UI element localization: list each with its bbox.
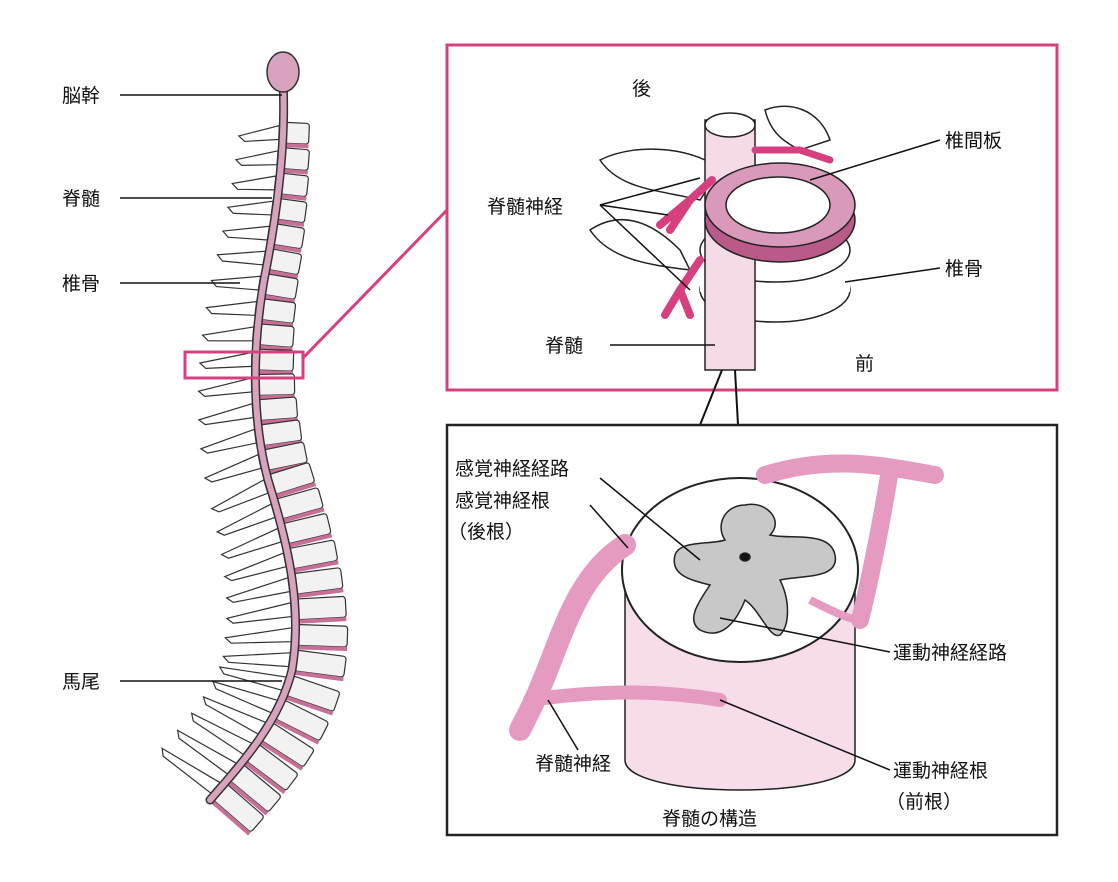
caption-cross-section: 脊髄の構造	[662, 808, 757, 830]
vertebra	[234, 147, 310, 175]
vertebra	[210, 462, 317, 513]
spinous-process	[225, 577, 291, 603]
intervertebral-disc	[293, 670, 344, 682]
intervertebral-disc	[276, 219, 305, 227]
vertebral-body	[257, 396, 298, 421]
spinous-process	[216, 250, 267, 266]
label-sensory-root: 感覚神経根	[455, 490, 550, 512]
label-spinal-cord: 脊髄	[62, 188, 100, 210]
top-leaders	[599, 139, 941, 346]
intervertebral-disc	[259, 740, 304, 771]
label-cauda-equina: 馬尾	[62, 671, 100, 693]
vertebra	[225, 595, 347, 624]
intervertebral-disc	[227, 780, 269, 816]
intervertebral-disc	[273, 718, 320, 745]
vertebra	[216, 248, 303, 279]
intervertebral-disc	[274, 482, 317, 499]
intervertebral-disc	[297, 617, 347, 624]
intervertebral-disc	[281, 507, 325, 524]
intervertebral-disc	[284, 695, 334, 716]
vertebra	[222, 649, 347, 682]
spinal-cord-fill	[207, 77, 299, 803]
intervertebral-disc	[210, 799, 251, 836]
label-posterior: 後	[632, 78, 651, 100]
vertebral-body	[296, 595, 347, 621]
label-brainstem: 脳幹	[62, 85, 100, 107]
spinous-process	[197, 377, 253, 397]
intervertebral-disc	[259, 417, 298, 425]
label-motor-tract: 運動神経経路	[893, 642, 1007, 664]
intervertebral-disc	[279, 193, 307, 201]
spinous-process	[199, 428, 257, 454]
spinous-process	[225, 602, 293, 624]
vertebral-body	[284, 121, 310, 145]
vertebra	[211, 680, 329, 745]
vertebra	[225, 567, 344, 603]
intervertebral-disc	[296, 645, 348, 652]
spinous-process	[210, 275, 262, 291]
label-spinal-nerve-bottom: 脊髄神経	[535, 753, 611, 775]
zoom-connector	[301, 208, 449, 360]
spinous-process	[237, 124, 280, 143]
vertebra	[218, 666, 341, 716]
spinous-process	[197, 402, 254, 426]
vertebral-body	[257, 323, 295, 348]
intervertebral-disc	[243, 760, 286, 795]
intervertebral-disc	[284, 143, 309, 149]
label-spinal-cord-top: 脊髄	[545, 335, 583, 357]
intervertebral-disc	[296, 588, 344, 599]
vertebra	[220, 513, 333, 559]
spinous-process	[222, 652, 292, 668]
label-vertebra: 椎骨	[62, 273, 100, 295]
vertebra	[201, 323, 295, 352]
label-motor-root: 運動神経根	[893, 760, 988, 782]
spinous-process	[201, 326, 255, 342]
label-anterior: 前	[855, 353, 874, 375]
intervertebral-disc	[267, 269, 299, 279]
intervertebral-disc	[262, 440, 303, 450]
vertebral-body	[296, 624, 349, 648]
label-vertebra-top: 椎骨	[945, 258, 983, 280]
highlight-box	[183, 350, 305, 380]
section-connector-left	[699, 369, 723, 426]
brainstem-shape	[266, 51, 300, 93]
vertebra	[215, 487, 325, 536]
section-connector-right	[734, 369, 739, 426]
spinous-process	[231, 175, 277, 191]
spinal-column	[161, 121, 349, 836]
vertebra	[199, 419, 303, 454]
vertebra	[223, 539, 339, 582]
label-spinal-nerve-top: 脊髄神経	[487, 196, 563, 218]
label-sensory-root-note: （後根）	[448, 521, 524, 543]
spinous-process	[223, 627, 293, 644]
spinous-process	[234, 150, 279, 166]
spinous-process	[203, 453, 262, 483]
vertebra	[197, 396, 298, 426]
vertebral-body	[282, 147, 310, 171]
vertebra	[223, 624, 349, 652]
intervertebral-disc	[272, 244, 302, 253]
vertebra-illustration	[588, 105, 856, 371]
intervertebral-disc	[292, 560, 339, 573]
spinous-process	[221, 225, 271, 241]
intervertebral-disc	[287, 533, 333, 548]
intervertebral-disc	[282, 168, 308, 175]
label-motor-root-note: （前根）	[886, 791, 962, 813]
bottom-leaders	[547, 477, 891, 771]
spinous-process	[205, 300, 258, 316]
vertebral-body	[260, 298, 297, 324]
spinous-process	[161, 747, 221, 794]
vertebra	[237, 121, 310, 149]
left-labels	[120, 94, 282, 682]
spinous-process	[198, 351, 253, 370]
cross-section-illustration	[509, 454, 944, 791]
spinous-process	[210, 478, 269, 513]
label-disc: 椎間板	[945, 130, 1002, 152]
label-sensory-tract: 感覚神経経路	[455, 458, 569, 480]
